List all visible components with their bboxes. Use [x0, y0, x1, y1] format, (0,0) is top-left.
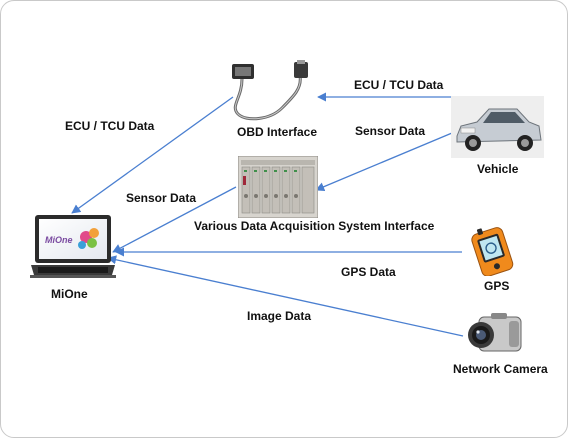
edge-label-vehicle-obd: ECU / TCU Data [354, 78, 444, 92]
edge-label-vehicle-daq: Sensor Data [355, 124, 426, 138]
gps-device [464, 226, 520, 277]
label-network-camera: Network Camera [453, 362, 548, 376]
label-vehicle: Vehicle [477, 162, 519, 176]
arrow-daq-to-mione [112, 186, 237, 253]
arrow-camera-to-mione [107, 255, 464, 337]
laptop-icon: MiOne [30, 215, 116, 278]
edge-label-gps-mione: GPS Data [341, 265, 396, 279]
obd-interface-device [220, 58, 324, 124]
label-daq-interface: Various Data Acquisition System Interfac… [194, 219, 435, 233]
label-mione: MiOne [51, 287, 88, 301]
daq-system-device [237, 155, 319, 219]
video-camera-icon [468, 313, 522, 352]
network-camera-device [465, 309, 527, 361]
edge-label-daq-mione: Sensor Data [126, 191, 197, 205]
mione-laptop: MiOne [30, 213, 116, 283]
label-gps: GPS [484, 279, 510, 293]
edge-label-camera-mione: Image Data [247, 309, 312, 323]
car-icon [451, 96, 544, 158]
gps-device-icon [471, 227, 514, 277]
label-obd-interface: OBD Interface [237, 125, 318, 139]
daq-rack-icon [237, 155, 319, 219]
arrow-vehicle-to-daq [315, 132, 453, 192]
laptop-screen-text: MiOne [45, 235, 73, 245]
vehicle-device [451, 96, 544, 158]
arrow-obd-to-mione [71, 96, 234, 214]
obd-cable-icon [232, 60, 308, 121]
edge-label-obd-mione: ECU / TCU Data [65, 119, 155, 133]
